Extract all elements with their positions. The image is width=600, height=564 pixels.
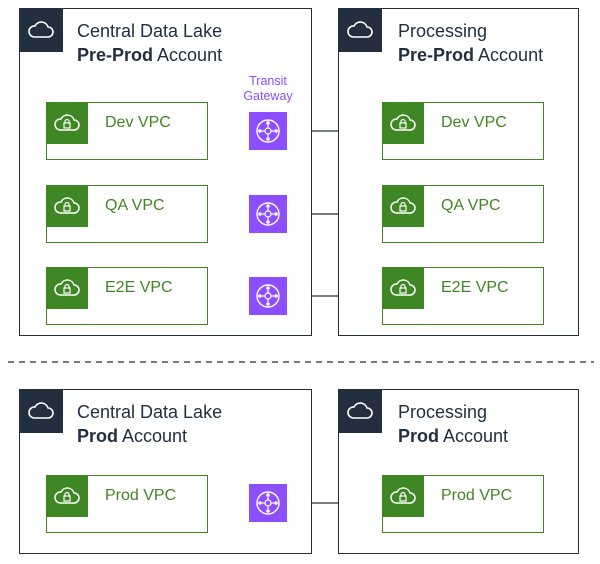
account-name: Central Data Lake xyxy=(77,402,223,422)
vpc-label: Prod VPC xyxy=(441,487,513,504)
vpc-lake-e2e: E2E VPC xyxy=(46,267,208,325)
account-suffix: Account xyxy=(474,45,544,65)
vpc-label: E2E VPC xyxy=(105,279,173,296)
vpc-cloud-lock-icon xyxy=(46,185,88,227)
account-suffix: Account xyxy=(153,45,223,65)
vpc-label: Dev VPC xyxy=(105,114,171,131)
transit-gateway-label: Transit Gateway xyxy=(243,74,293,103)
account-suffix: Account xyxy=(118,426,188,446)
transit-gateway-icon xyxy=(249,195,287,233)
account-env: Pre-Prod xyxy=(398,45,475,65)
account-env: Pre-Prod xyxy=(77,45,154,65)
vpc-label: QA VPC xyxy=(441,197,501,214)
account-title: Central Data Lake Pre-Prod Account xyxy=(77,19,222,67)
vpc-cloud-lock-icon xyxy=(46,102,88,144)
vpc-processing-e2e: E2E VPC xyxy=(382,267,544,325)
vpc-cloud-lock-icon xyxy=(382,267,424,309)
vpc-cloud-lock-icon xyxy=(46,475,88,517)
vpc-cloud-lock-icon xyxy=(382,102,424,144)
vpc-processing-prod: Prod VPC xyxy=(382,475,544,533)
vpc-label: Prod VPC xyxy=(105,487,177,504)
account-title: Central Data Lake Prod Account xyxy=(77,400,222,448)
aws-cloud-icon xyxy=(19,389,63,433)
vpc-label: Dev VPC xyxy=(441,114,507,131)
aws-cloud-icon xyxy=(19,8,63,52)
transit-gateway-icon xyxy=(249,484,287,522)
vpc-cloud-lock-icon xyxy=(46,267,88,309)
account-name: Processing xyxy=(398,21,488,41)
vpc-lake-dev: Dev VPC xyxy=(46,102,208,160)
vpc-cloud-lock-icon xyxy=(382,475,424,517)
vpc-processing-qa: QA VPC xyxy=(382,185,544,243)
account-env: Prod xyxy=(77,426,119,446)
vpc-label: E2E VPC xyxy=(441,279,509,296)
account-title: Processing Pre-Prod Account xyxy=(398,19,543,67)
vpc-processing-dev: Dev VPC xyxy=(382,102,544,160)
account-name: Central Data Lake xyxy=(77,21,223,41)
vpc-lake-prod: Prod VPC xyxy=(46,475,208,533)
vpc-label: QA VPC xyxy=(105,197,165,214)
aws-cloud-icon xyxy=(338,8,382,52)
aws-cloud-icon xyxy=(338,389,382,433)
vpc-cloud-lock-icon xyxy=(382,185,424,227)
vpc-lake-qa: QA VPC xyxy=(46,185,208,243)
account-name: Processing xyxy=(398,402,488,422)
account-env: Prod xyxy=(398,426,440,446)
transit-gateway-icon xyxy=(249,277,287,315)
transit-gateway-icon xyxy=(249,112,287,150)
account-title: Processing Prod Account xyxy=(398,400,508,448)
account-suffix: Account xyxy=(439,426,509,446)
